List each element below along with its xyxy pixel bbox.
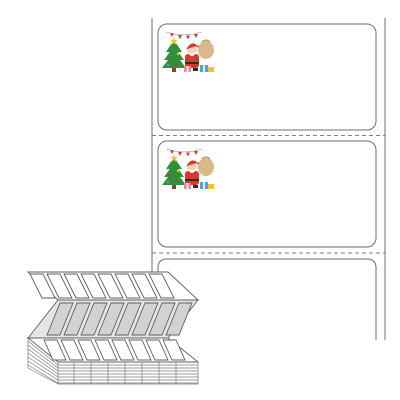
label-liner xyxy=(151,18,386,340)
fanfold-stack-layers xyxy=(27,338,199,385)
fanfold-stack xyxy=(26,271,200,385)
fanfold-top-tier xyxy=(26,271,200,301)
label-2 xyxy=(157,140,377,248)
label-1 xyxy=(157,23,377,131)
label-3 xyxy=(157,258,377,340)
label-sheet xyxy=(151,18,386,340)
fanfold-middle-tier xyxy=(27,299,199,339)
fanfold-bottom-tier xyxy=(26,337,200,363)
